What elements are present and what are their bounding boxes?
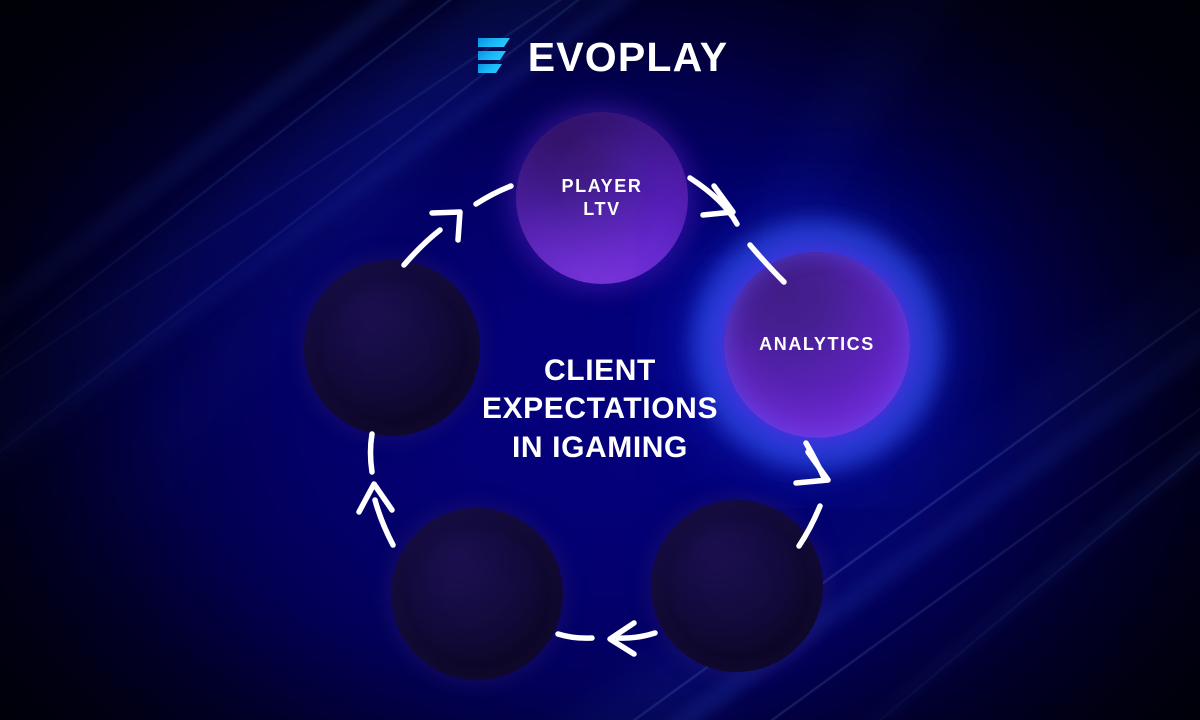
cycle-node-player-ltv[interactable]: PLAYER LTV (516, 112, 688, 284)
cycle-node-5[interactable] (304, 260, 480, 436)
cycle-node-4[interactable] (391, 508, 563, 680)
center-title: CLIENT EXPECTATIONS IN IGAMING (481, 354, 719, 464)
cycle-node-3[interactable] (651, 500, 823, 672)
evoplay-logo[interactable]: EVOPLAY (0, 36, 1200, 78)
evoplay-wordmark: EVOPLAY (527, 33, 729, 80)
evoplay-wing-icon (477, 38, 510, 73)
cycle-node-player-ltv-label: PLAYER LTV (561, 175, 643, 219)
cycle-node-analytics-label: ANALYTICS (759, 334, 875, 355)
